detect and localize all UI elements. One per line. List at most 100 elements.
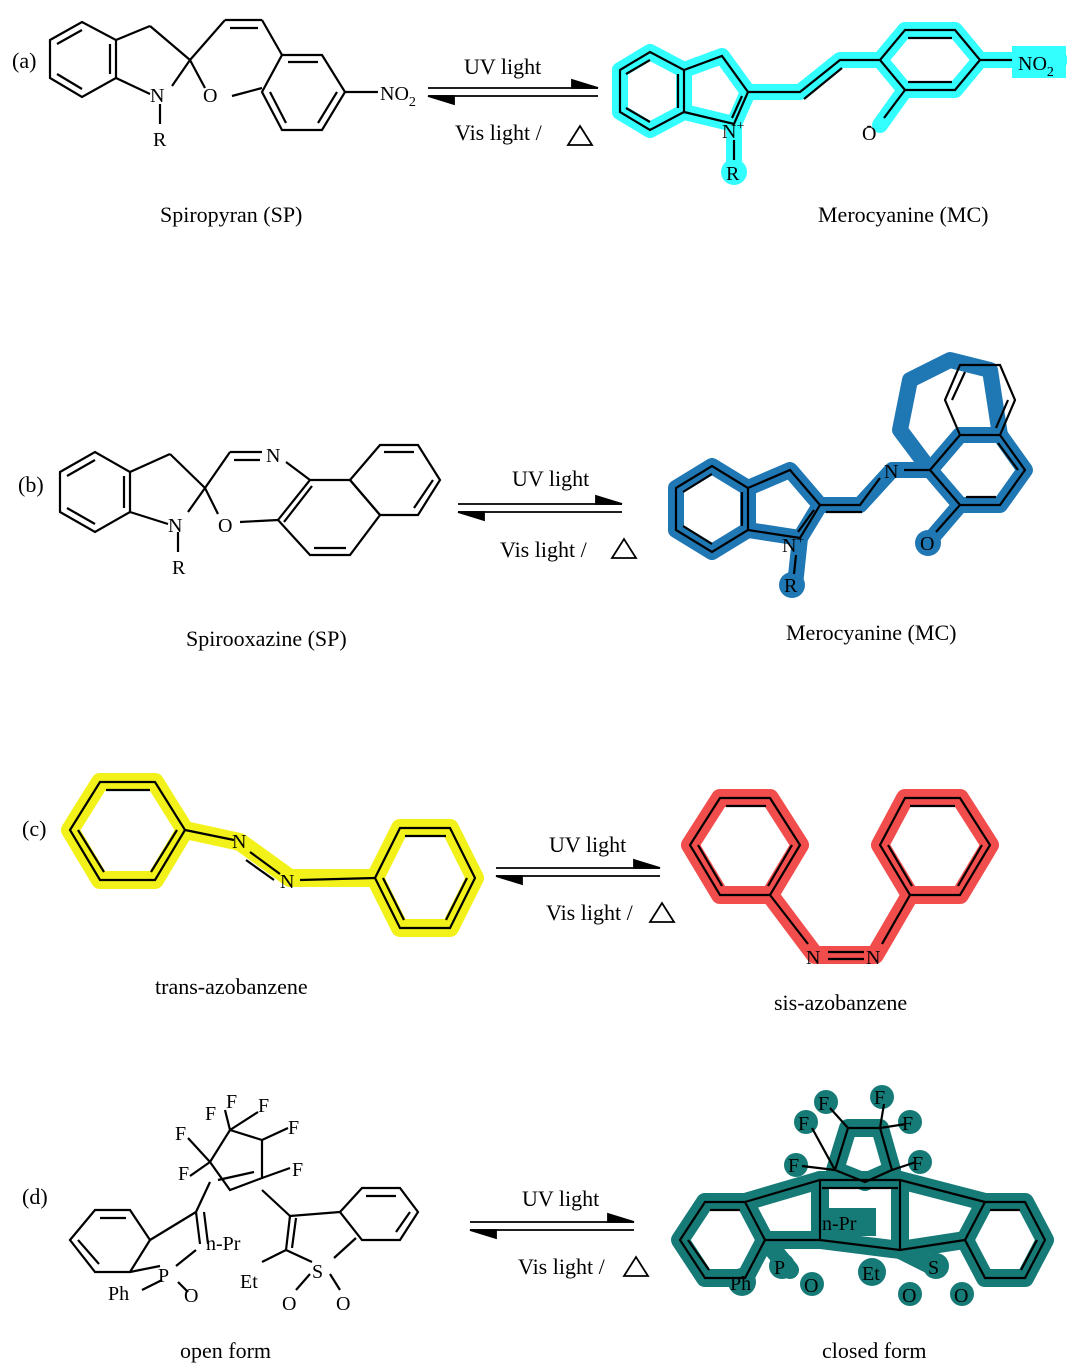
panel-c-uv-label: UV light (549, 832, 626, 857)
closed-et-dot (858, 1258, 886, 1286)
closed-f-atom-4: F (902, 1113, 913, 1135)
closed-f-dot (870, 1085, 894, 1109)
trans-azobenzene-name: trans-azobanzene (155, 974, 308, 999)
closed-s-oxygen-1: O (902, 1285, 916, 1307)
panel-b-tag: (b) (18, 472, 44, 497)
closed-f-atom-5: F (788, 1155, 799, 1177)
mc-a-r-atom: R (726, 163, 740, 185)
heat-triangle-icon (622, 1255, 650, 1277)
cis-n2-atom: N (866, 947, 880, 969)
panel-b-equilibrium-arrows (457, 494, 623, 522)
mc-a-n-plus-atom: N+ (722, 119, 744, 143)
closed-f-atom-6: F (912, 1153, 923, 1175)
open-f-atom-5: F (288, 1117, 299, 1139)
merocyanine-b-highlight (668, 352, 1033, 593)
sp-o-atom: O (203, 85, 217, 107)
closed-f-dot (908, 1150, 932, 1174)
closed-s-oxygen-2: O (954, 1285, 968, 1307)
panel-c-tag: (c) (22, 816, 46, 841)
closed-s-dot (923, 1253, 949, 1279)
open-f-atom-2: F (175, 1123, 186, 1145)
open-f-atom-4: F (258, 1095, 269, 1117)
merocyanine-b-structure (674, 363, 1027, 575)
spiropyran-name: Spiropyran (SP) (160, 202, 302, 227)
sp-n-atom: N (150, 85, 164, 107)
closed-f-atom-2: F (798, 1113, 809, 1135)
trans-n1-atom: N (232, 831, 246, 853)
cis-n1-atom: N (806, 947, 820, 969)
panel-c: (c) N N UV light Vi (22, 773, 999, 1015)
mc-b-o-atom: O (920, 533, 934, 555)
trans-n2-atom: N (280, 871, 294, 893)
open-f-atom-6: F (178, 1163, 189, 1185)
o-highlight-dot (915, 530, 941, 556)
spo-o-atom: O (218, 515, 232, 537)
spiropyran-structure (48, 18, 378, 132)
open-f-atom-7: F (292, 1159, 303, 1181)
open-f-atom-1: F (205, 1103, 216, 1125)
open-f-atom-3: F (226, 1091, 237, 1113)
spirooxazine-name: Spirooxazine (SP) (186, 626, 347, 651)
panel-a-tag: (a) (12, 48, 36, 73)
open-form-name: open form (180, 1338, 271, 1363)
spo-imine-n-atom: N (266, 445, 280, 467)
sp-r-atom: R (153, 129, 167, 151)
sp-no2-group: NO2 (380, 83, 416, 110)
panel-a-equilibrium-arrows (427, 78, 599, 106)
closed-s-atom: S (928, 1257, 939, 1279)
no2-highlight-box (1012, 46, 1066, 78)
cis-azobenzene-structure (688, 796, 992, 961)
panel-a-vis-label: Vis light / (455, 120, 543, 145)
closed-f-dot (898, 1110, 922, 1134)
panel-c-equilibrium-arrows (495, 858, 661, 886)
closed-p-oxygen-atom: O (804, 1275, 818, 1297)
cis-azobenzene-name: sis-azobanzene (774, 990, 907, 1015)
panel-b-vis-label: Vis light / (500, 537, 588, 562)
mc-a-o-minus-atom: O- (862, 117, 876, 145)
closed-npr-highlight (818, 1208, 876, 1236)
panel-c-vis-label: Vis light / (546, 900, 634, 925)
closed-form-structure (678, 1103, 1047, 1280)
heat-triangle-icon (648, 901, 676, 923)
spo-n-atom: N (168, 515, 182, 537)
merocyanine-a-highlight (612, 22, 1067, 180)
closed-so-dot (898, 1282, 922, 1306)
mc-a-no2-group: NO2 (1018, 53, 1054, 80)
closed-f-dot (784, 1153, 808, 1177)
closed-et-label: Et (862, 1263, 880, 1285)
open-et-label: Et (240, 1271, 258, 1293)
cis-azobenzene-highlight (681, 789, 999, 964)
open-form-structure (68, 1109, 420, 1293)
panel-d-uv-label: UV light (522, 1186, 599, 1211)
closed-ph-dot (728, 1268, 756, 1296)
panel-a-uv-label: UV light (464, 54, 541, 79)
open-s-oxygen-1: O (282, 1293, 296, 1315)
merocyanine-a-structure (618, 28, 1012, 160)
panel-d-tag: (d) (22, 1184, 48, 1209)
panel-a: (a) (12, 18, 1067, 227)
mc-b-n-plus-atom: N+ (782, 533, 804, 557)
closed-n-pr-label: n-Pr (822, 1213, 857, 1235)
heat-triangle-icon (610, 537, 638, 559)
panel-d: (d) (22, 1085, 1054, 1363)
spirooxazine-structure (58, 443, 442, 557)
open-ph-label: Ph (108, 1283, 129, 1305)
closed-po-dot (800, 1272, 824, 1296)
heat-triangle-icon (566, 124, 594, 146)
r-highlight-dot (779, 572, 805, 598)
r-highlight-dot (721, 159, 747, 185)
closed-p-dot (769, 1253, 795, 1279)
merocyanine-a-name: Merocyanine (MC) (818, 202, 988, 227)
closed-p-atom: P (774, 1257, 785, 1279)
closed-so-dot (950, 1282, 974, 1306)
panel-d-equilibrium-arrows (469, 1212, 635, 1240)
merocyanine-b-name: Merocyanine (MC) (786, 620, 956, 645)
closed-ph-label: Ph (730, 1273, 751, 1295)
open-p-atom: P (158, 1265, 169, 1287)
spo-r-atom: R (172, 557, 186, 579)
trans-azobenzene-structure (68, 780, 477, 930)
open-s-atom: S (312, 1261, 323, 1283)
closed-form-name: closed form (822, 1338, 926, 1363)
closed-f-dot (814, 1090, 838, 1114)
